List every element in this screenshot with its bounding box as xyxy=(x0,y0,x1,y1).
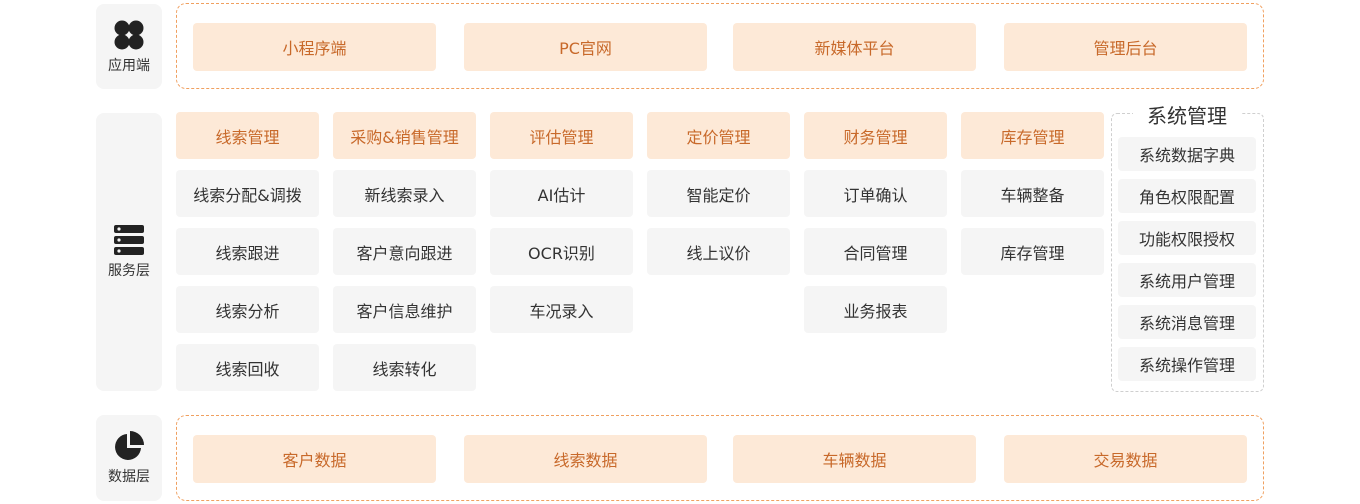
data-item: 车辆数据 xyxy=(733,435,976,483)
layer-data: 数据层 xyxy=(96,415,162,501)
system-management-title: 系统管理 xyxy=(1133,100,1241,128)
module-header: 库存管理 xyxy=(961,112,1104,159)
system-item: 角色权限配置 xyxy=(1118,179,1256,213)
module-item: AI估计 xyxy=(490,170,633,217)
app-layer-box: 小程序端 PC官网 新媒体平台 管理后台 xyxy=(176,3,1264,89)
app-item: 管理后台 xyxy=(1004,23,1247,71)
module-item: 线索跟进 xyxy=(176,228,319,275)
module-item: 客户信息维护 xyxy=(333,286,476,333)
module-item: OCR识别 xyxy=(490,228,633,275)
data-item: 客户数据 xyxy=(193,435,436,483)
module-header: 采购&销售管理 xyxy=(333,112,476,159)
module-item: 订单确认 xyxy=(804,170,947,217)
module-item: 智能定价 xyxy=(647,170,790,217)
system-item: 系统数据字典 xyxy=(1118,137,1256,171)
data-item: 交易数据 xyxy=(1004,435,1247,483)
layer-data-label: 数据层 xyxy=(108,469,150,485)
layer-app: 应用端 xyxy=(96,4,162,89)
app-grid-icon xyxy=(114,20,144,49)
module-item: 线上议价 xyxy=(647,228,790,275)
module-item: 线索分配&调拨 xyxy=(176,170,319,217)
module-item: 客户意向跟进 xyxy=(333,228,476,275)
module-header: 定价管理 xyxy=(647,112,790,159)
module-header: 评估管理 xyxy=(490,112,633,159)
app-item: PC官网 xyxy=(464,23,707,71)
module-item: 新线索录入 xyxy=(333,170,476,217)
module-item: 线索分析 xyxy=(176,286,319,333)
app-item: 小程序端 xyxy=(193,23,436,71)
system-item: 系统消息管理 xyxy=(1118,305,1256,339)
module-item: 线索转化 xyxy=(333,344,476,391)
layer-app-label: 应用端 xyxy=(108,57,150,74)
data-layer-box: 客户数据 线索数据 车辆数据 交易数据 xyxy=(176,415,1264,501)
module-item: 库存管理 xyxy=(961,228,1104,275)
layer-service-label: 服务层 xyxy=(108,263,150,279)
data-item: 线索数据 xyxy=(464,435,707,483)
app-item: 新媒体平台 xyxy=(733,23,976,71)
system-item: 系统操作管理 xyxy=(1118,347,1256,381)
module-item: 线索回收 xyxy=(176,344,319,391)
module-item: 车辆整备 xyxy=(961,170,1104,217)
server-icon xyxy=(114,225,144,255)
layer-service: 服务层 xyxy=(96,113,162,391)
module-item: 车况录入 xyxy=(490,286,633,333)
pie-chart-icon xyxy=(115,431,144,460)
module-header: 线索管理 xyxy=(176,112,319,159)
module-item: 业务报表 xyxy=(804,286,947,333)
system-item: 系统用户管理 xyxy=(1118,263,1256,297)
system-item: 功能权限授权 xyxy=(1118,221,1256,255)
module-header: 财务管理 xyxy=(804,112,947,159)
module-item: 合同管理 xyxy=(804,228,947,275)
